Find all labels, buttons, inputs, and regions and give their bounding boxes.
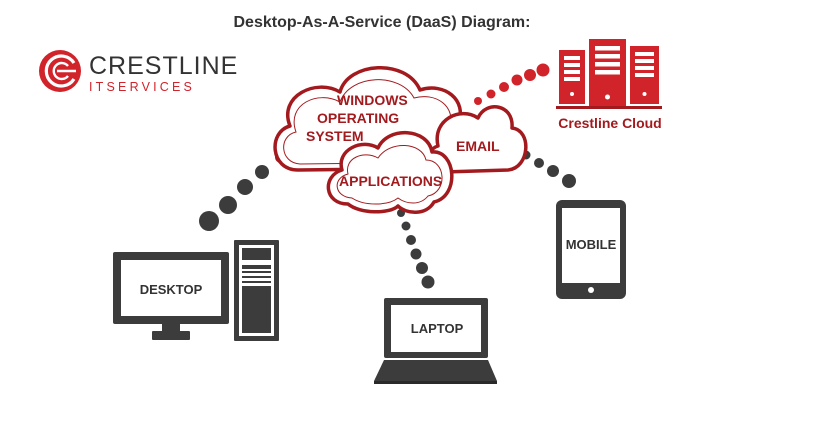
desktop-label: DESKTOP [140, 282, 203, 297]
applications-cloud [326, 131, 454, 214]
desktop-tower-icon [234, 240, 279, 341]
connector-server [474, 63, 550, 105]
mobile-tablet-icon [556, 200, 626, 299]
logo-main-text: CRESTLINE [89, 52, 238, 80]
connector-desktop [199, 151, 287, 231]
laptop-icon [374, 298, 497, 384]
crestline-logo-icon [39, 50, 81, 92]
crestline-logo: CRESTLINE ITSERVICES [39, 50, 238, 94]
email-label: EMAIL [456, 138, 500, 154]
server-right [630, 46, 659, 104]
diagram-title: Desktop-As-A-Service (DaaS) Diagram: [234, 14, 531, 31]
server-label: Crestline Cloud [558, 115, 661, 131]
server-left [559, 50, 585, 104]
mobile-label: MOBILE [566, 237, 617, 252]
server-center [589, 39, 626, 108]
cloud-label-line-1: WINDOWS [337, 92, 408, 108]
logo-sub-text: ITSERVICES [89, 80, 195, 94]
cloud-services: WINDOWS OPERATING SYSTEM EMAIL APPLICATI… [273, 66, 528, 214]
applications-label: APPLICATIONS [339, 173, 442, 189]
server-rack-icon [556, 39, 662, 109]
cloud-label-line-2: OPERATING [317, 110, 399, 126]
desktop-monitor-icon [113, 252, 229, 340]
cloud-label-line-3: SYSTEM [306, 128, 364, 144]
connector-laptop [397, 209, 435, 289]
laptop-label: LAPTOP [411, 321, 464, 336]
